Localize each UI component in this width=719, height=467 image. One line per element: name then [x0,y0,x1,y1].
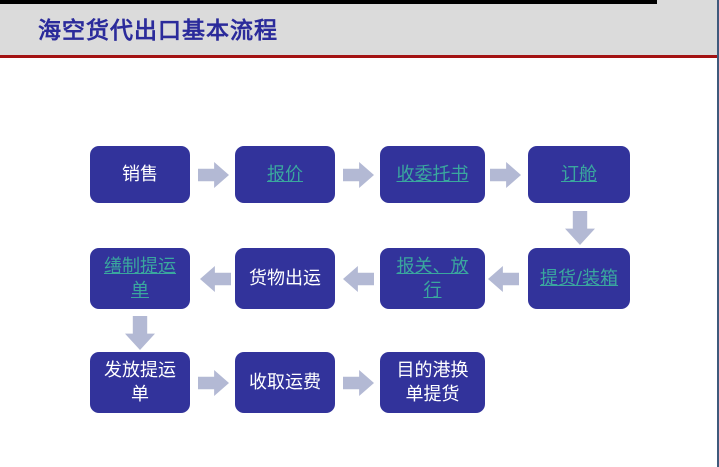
flow-node-quotation-link[interactable]: 报价 [235,146,335,203]
flow-node-destination-port-exchange-pickup: 目的港换 单提货 [380,352,485,413]
arrow-right-icon [343,370,374,396]
arrow-left-icon [200,266,231,292]
arrow-left-icon [488,266,519,292]
flow-node-issue-bill-of-lading: 发放提运 单 [90,352,190,413]
title-divider-rule [0,55,719,58]
flow-node-sales: 销售 [90,146,190,203]
top-black-bar [0,0,657,4]
flow-node-collect-freight: 收取运费 [235,352,335,413]
arrow-down-icon [125,316,155,350]
arrow-left-icon [343,266,374,292]
arrow-down-icon [565,211,595,245]
flow-node-space-booking-link[interactable]: 订舱 [528,146,630,203]
arrow-right-icon [343,162,374,188]
slide-right-border [717,0,719,467]
page-title: 海空货代出口基本流程 [38,17,278,44]
arrow-right-icon [490,162,521,188]
flow-node-receive-booking-letter-link[interactable]: 收委托书 [380,146,485,203]
header-band [0,0,719,55]
flow-node-pickup-packing-link[interactable]: 提货/装箱 [528,248,630,309]
arrow-right-icon [198,162,229,188]
arrow-right-icon [198,370,229,396]
flow-node-customs-clearance-link[interactable]: 报关、放 行 [380,248,485,309]
flow-node-prepare-bill-of-lading-link[interactable]: 缮制提运 单 [90,248,190,309]
flow-node-cargo-shipment: 货物出运 [235,248,335,309]
